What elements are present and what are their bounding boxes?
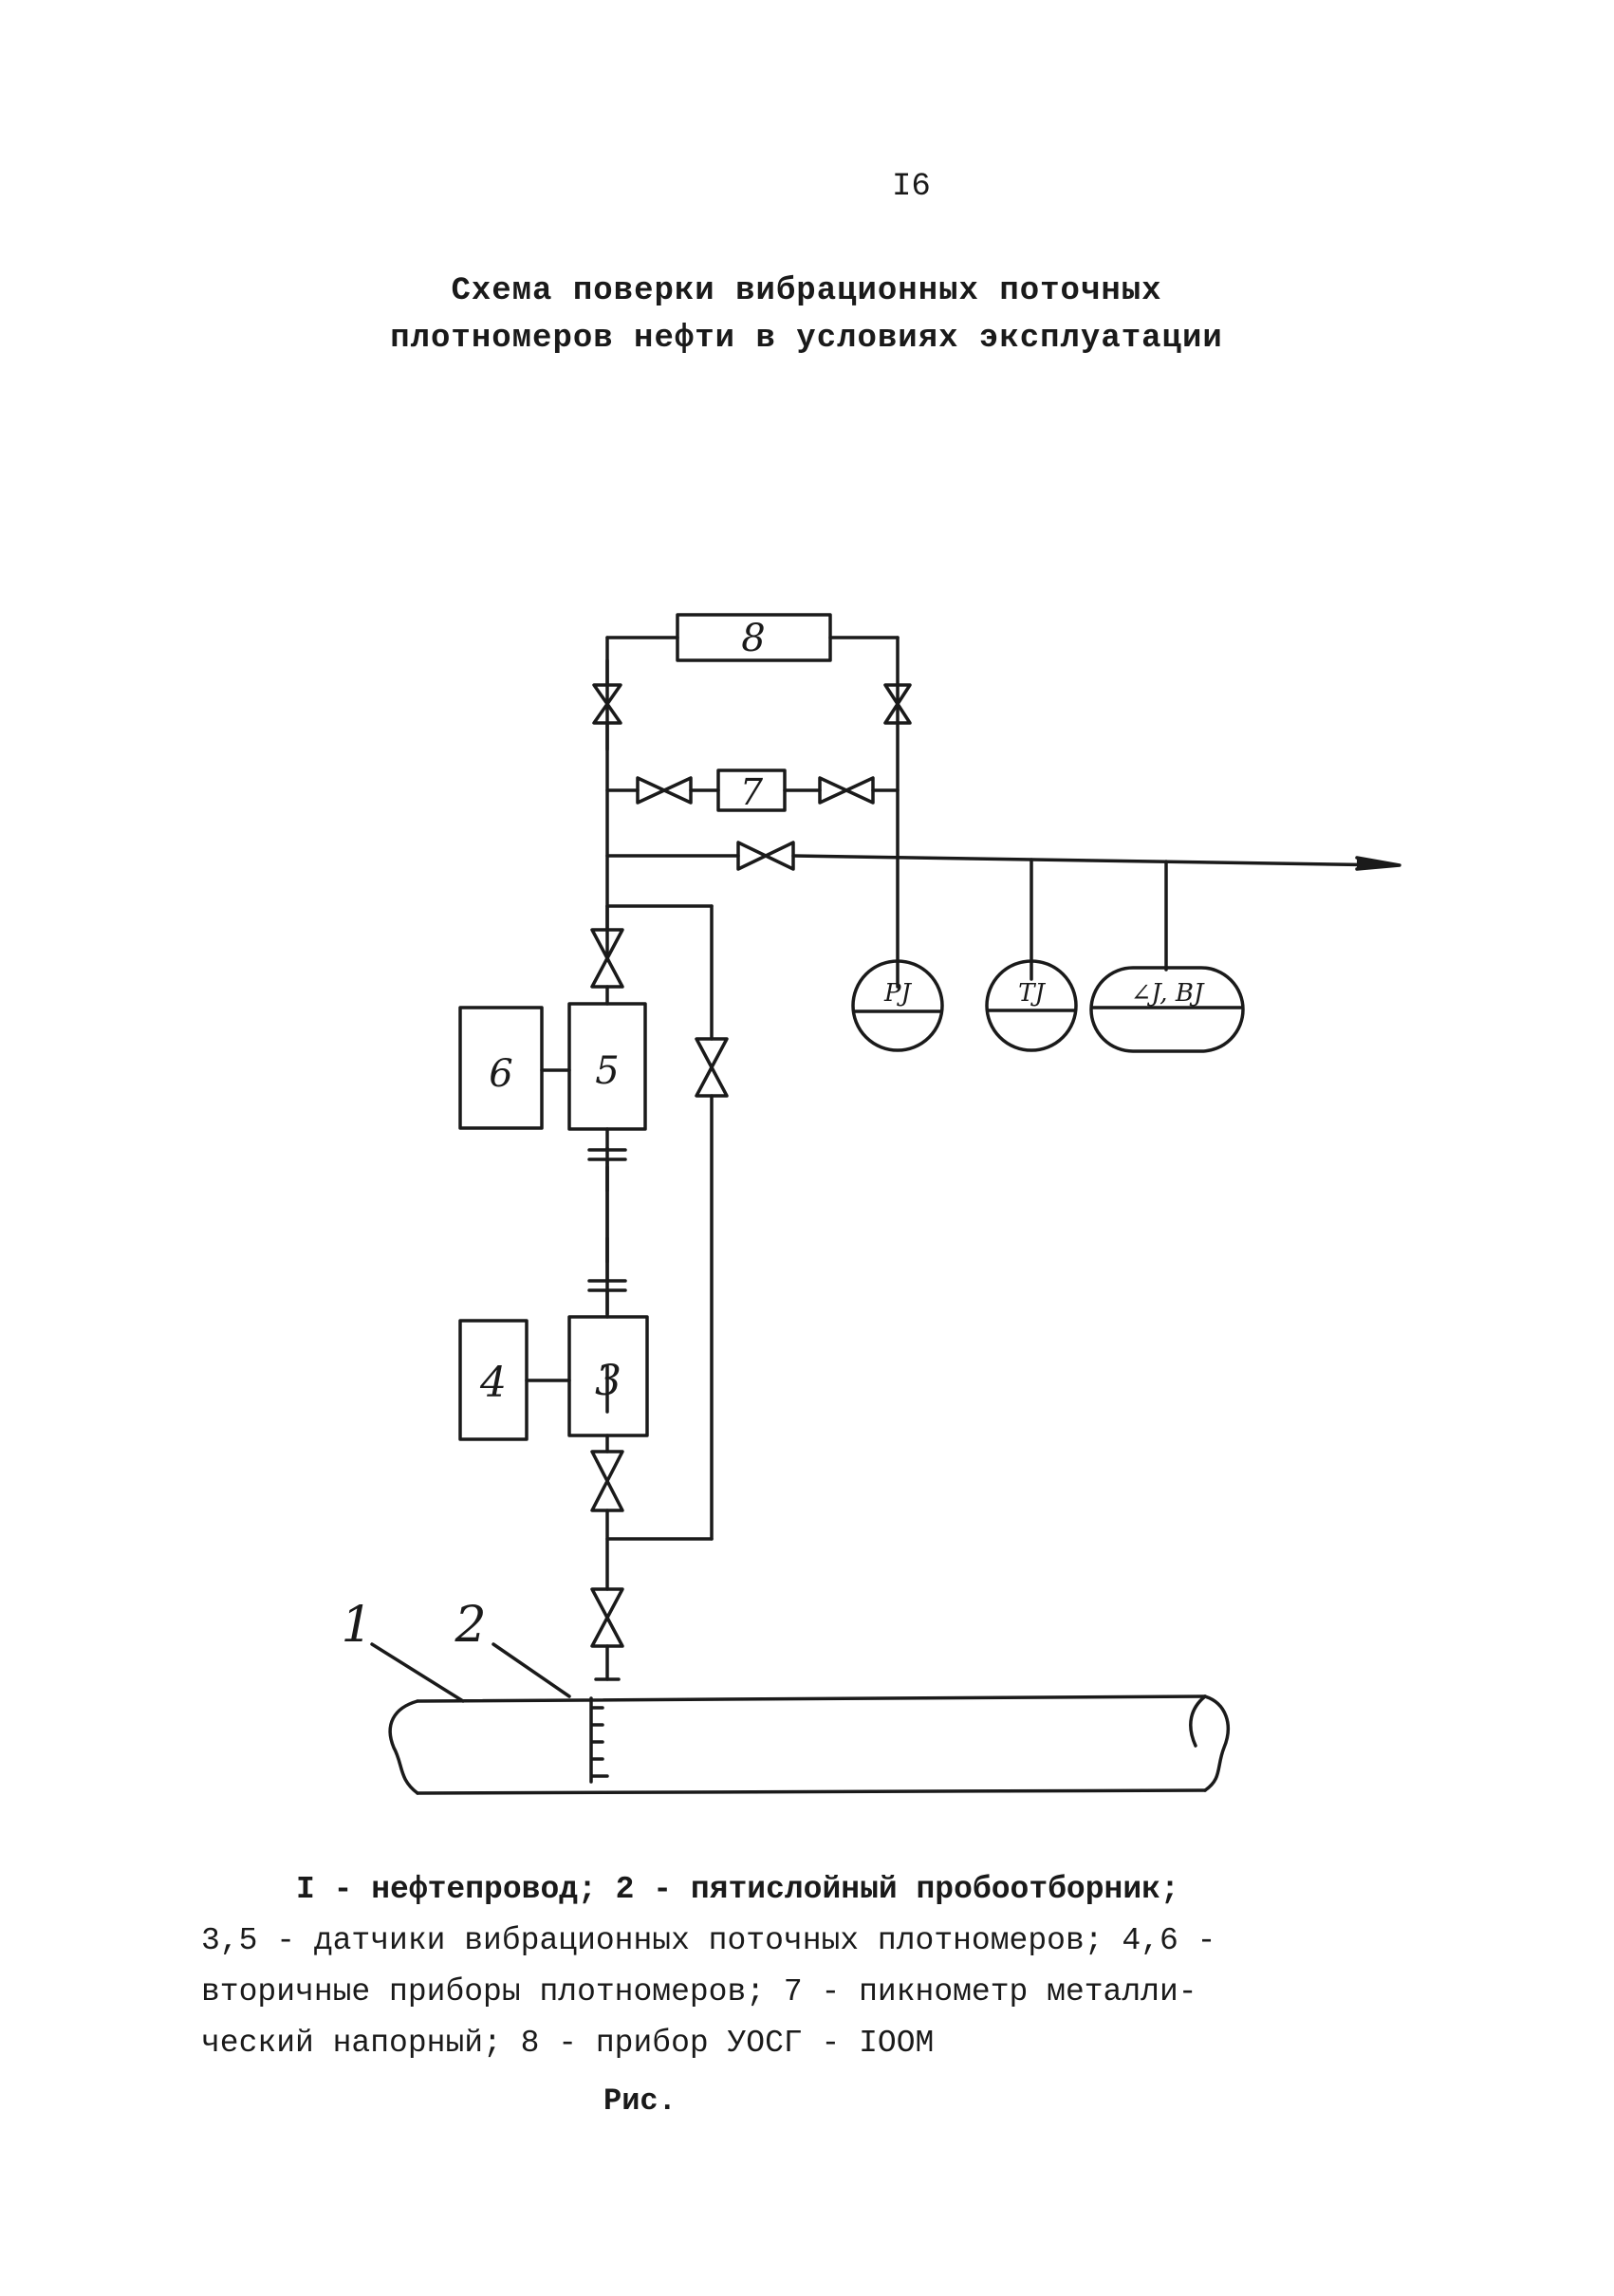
pipeline-1 <box>416 1694 1207 1795</box>
legend-line-1: I - нефтепровод; 2 - пятислойный пробоот… <box>296 1872 1179 1907</box>
label-3: 3 <box>595 1357 621 1405</box>
label-5: 5 <box>595 1049 619 1093</box>
label-6: 6 <box>489 1052 512 1096</box>
figure-caption: Рис. <box>603 2083 677 2119</box>
valve-loop-right <box>883 683 912 725</box>
valve-riser-lower <box>590 1450 624 1512</box>
label-8: 8 <box>741 617 765 660</box>
valve-riser-upper <box>590 904 624 989</box>
valve-outlet <box>736 841 795 871</box>
label-1: 1 <box>341 1597 372 1654</box>
gauge-tj <box>985 959 1078 1052</box>
outlet-arrow <box>1355 856 1401 871</box>
leader-2 <box>492 1642 571 1698</box>
gauge-pj <box>851 959 944 1052</box>
diagram-title-line-1: Схема поверки вибрационных поточных <box>451 273 1162 309</box>
pipeline-right-end <box>1203 1694 1230 1792</box>
label-7: 7 <box>740 771 764 813</box>
leader-1 <box>370 1642 465 1703</box>
valve-loop-left <box>592 658 622 751</box>
label-lj-bj: ∠J, BJ <box>1131 979 1205 1008</box>
valve-branch-7-right <box>818 776 875 805</box>
pipeline-left-end <box>388 1699 419 1795</box>
legend-line-2: 3,5 - датчики вибрационных поточных плот… <box>201 1923 1216 1958</box>
sampler-2 <box>589 1696 609 1784</box>
label-2: 2 <box>454 1597 486 1654</box>
pipeline-right-end-inner <box>1189 1694 1207 1748</box>
label-tj: TJ <box>1018 979 1046 1008</box>
diagram-title-line-2: плотномеров нефти в условиях эксплуатаци… <box>390 321 1223 357</box>
valve-riser-bottom <box>590 1587 624 1648</box>
label-4: 4 <box>479 1359 507 1407</box>
gauge-lj-bj <box>1089 966 1245 1053</box>
legend-line-3: вторичные приборы плотномеров; 7 - пикно… <box>201 1974 1197 2009</box>
page-number: I6 <box>892 169 931 205</box>
legend: I - нефтепровод; 2 - пятислойный пробоот… <box>201 1864 1302 2069</box>
valve-branch-7-left <box>636 776 693 805</box>
box-6 <box>458 1006 544 1130</box>
valve-return <box>695 1037 729 1098</box>
box-8 <box>676 613 832 662</box>
legend-line-4: ческий напорный; 8 - прибор УОСГ - IOOM <box>201 2026 935 2061</box>
label-pj: PJ <box>883 979 912 1008</box>
outlet-right <box>791 854 1397 867</box>
